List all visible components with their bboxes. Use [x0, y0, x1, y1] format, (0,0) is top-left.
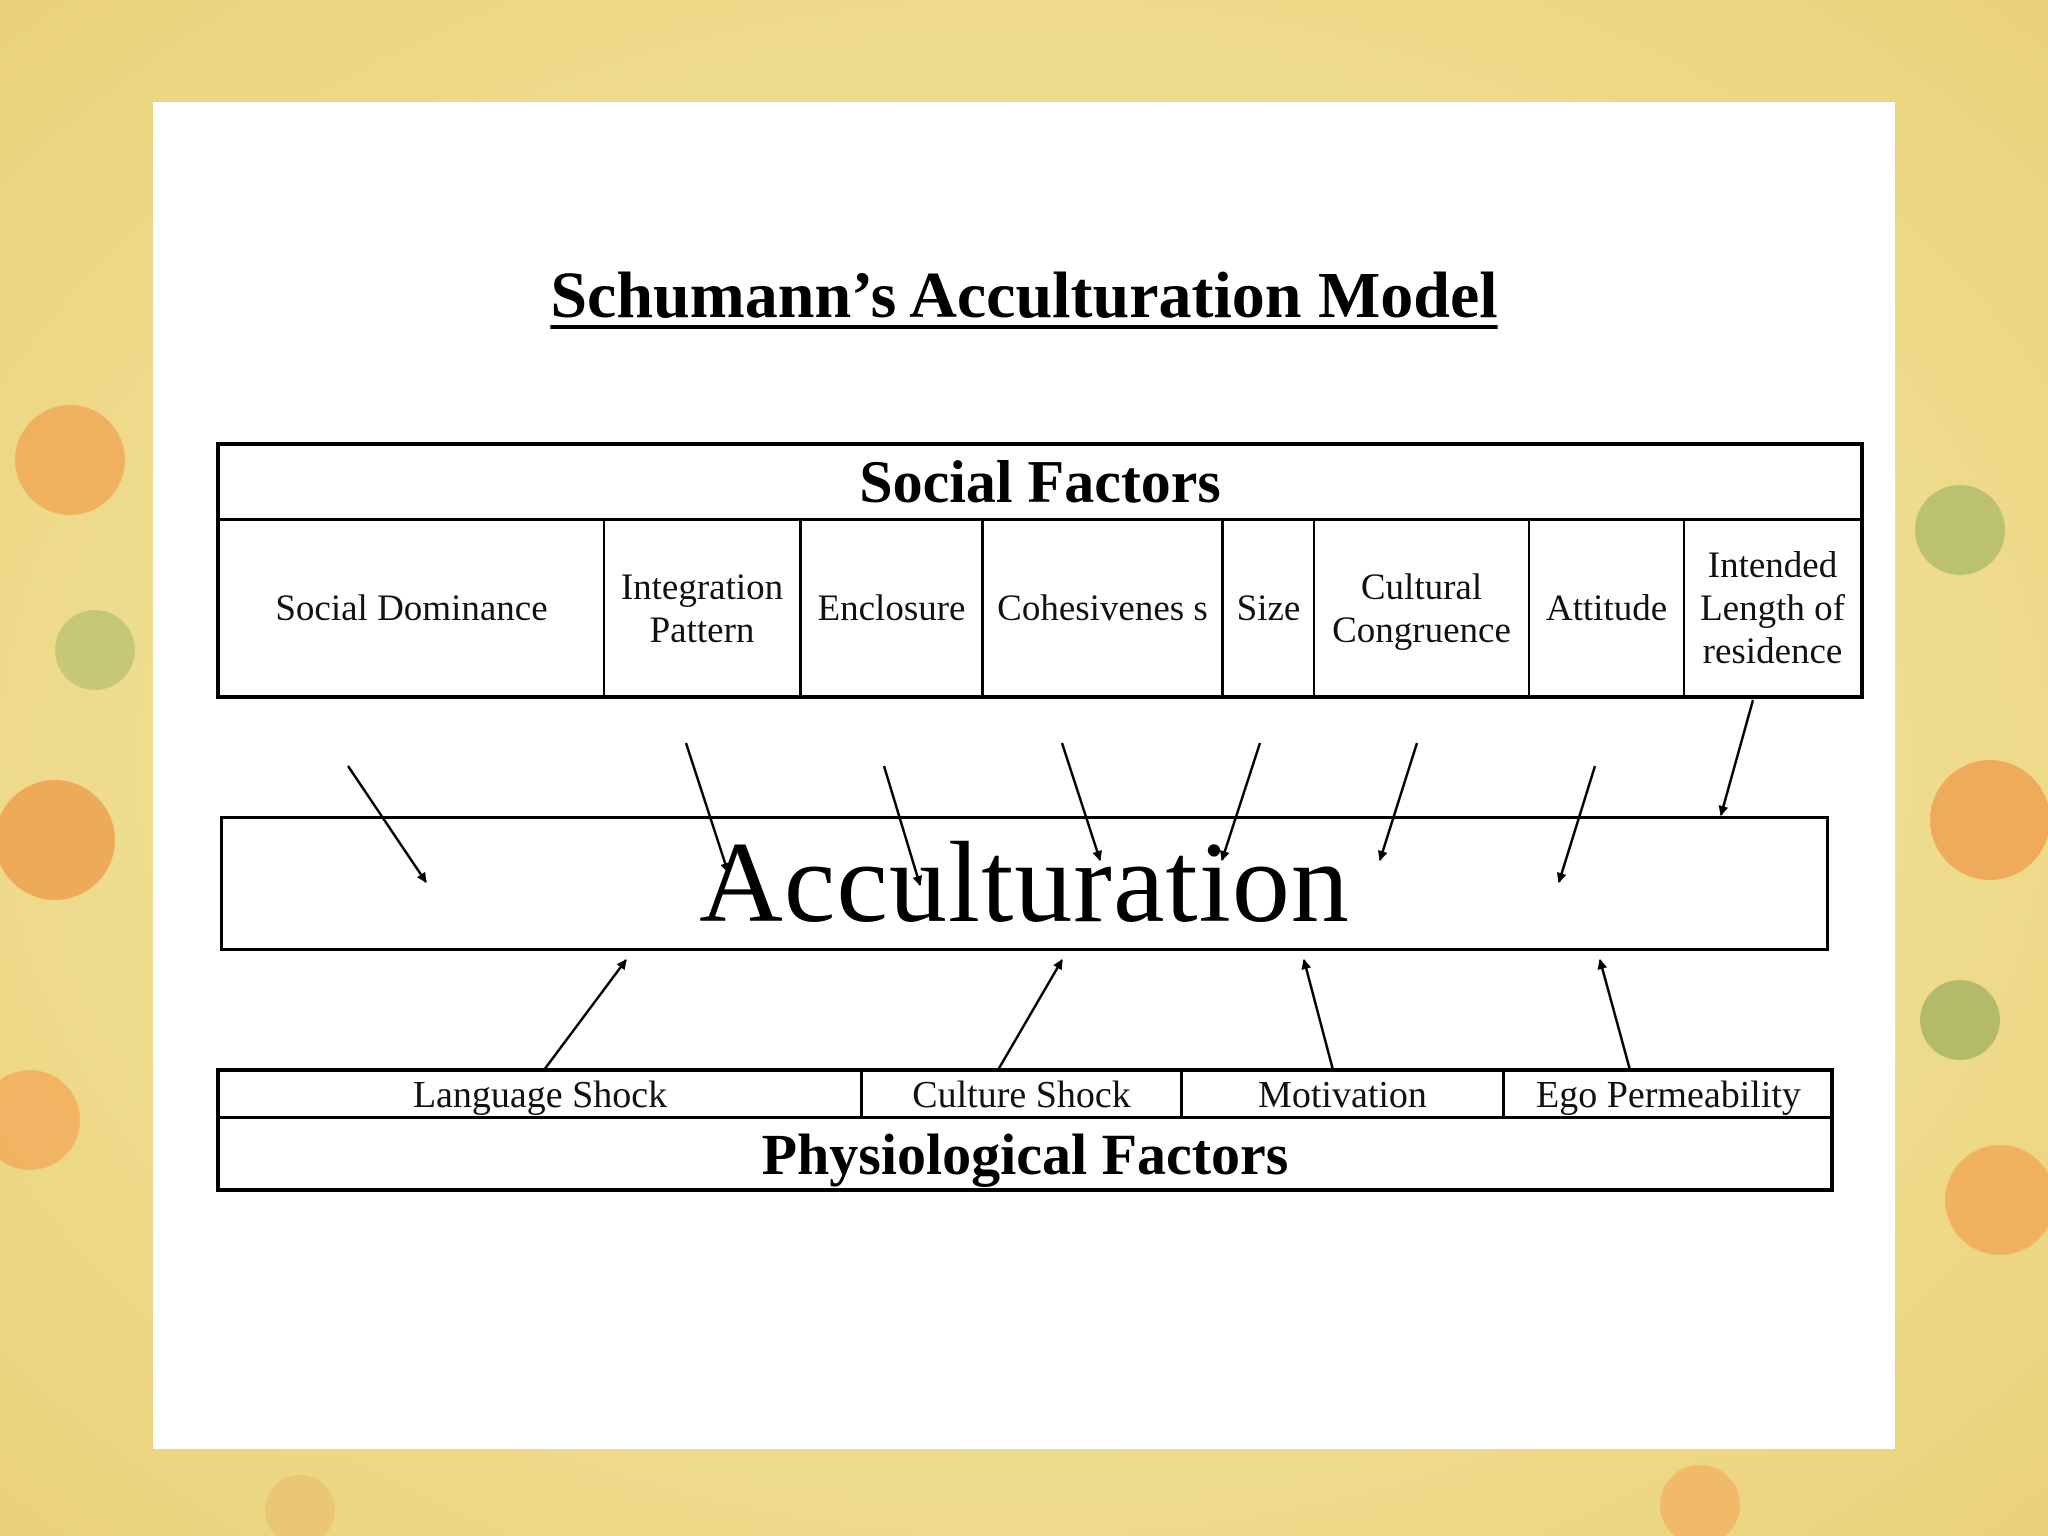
column-divider [981, 520, 984, 697]
column-divider [799, 520, 802, 697]
factor-enclosure: Enclosure [817, 588, 966, 629]
factor-motivation: Motivation [1258, 1073, 1427, 1116]
factor-cohesiveness: Cohesivenes s [997, 588, 1208, 629]
factor-cultural-congruence: Cultural Congruence [1332, 566, 1511, 651]
column-divider [1502, 1070, 1505, 1117]
factor-intended-length: Intended Length of residence [1700, 545, 1845, 672]
acculturation-label: Acculturation [699, 819, 1350, 947]
column-divider [1683, 520, 1685, 697]
column-divider [1313, 520, 1315, 697]
column-divider [1528, 520, 1530, 697]
acculturation-box [220, 816, 1829, 951]
social-factors-table [216, 442, 1864, 699]
factor-language-shock: Language Shock [412, 1073, 668, 1116]
factor-integration-pattern: Integration Pattern [620, 566, 784, 651]
column-divider [1221, 520, 1224, 697]
physiological-factors-header: Physiological Factors [761, 1121, 1289, 1187]
social-header-divider [216, 518, 1864, 521]
factor-ego-permeability: Ego Permeability [1536, 1073, 1801, 1116]
social-factors-header: Social Factors [859, 448, 1221, 515]
slide-panel [153, 102, 1895, 1449]
page-title: Schumann’s Acculturation Model [550, 259, 1498, 332]
factor-social-dominance: Social Dominance [275, 588, 548, 629]
column-divider [1180, 1070, 1183, 1117]
factor-attitude: Attitude [1545, 588, 1668, 629]
physiological-row-divider [216, 1116, 1834, 1119]
factor-culture-shock: Culture Shock [912, 1073, 1131, 1116]
column-divider [860, 1070, 863, 1117]
factor-size: Size [1236, 588, 1301, 629]
column-divider [603, 520, 605, 697]
